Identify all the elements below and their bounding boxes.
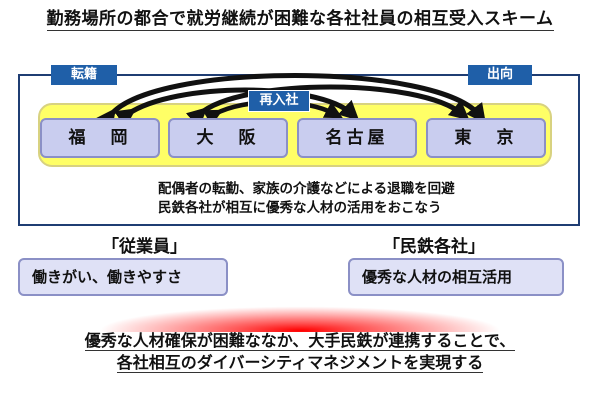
employees-benefit: 働きがい、働きやすさ (18, 258, 228, 296)
conclusion: 優秀な人材確保が困難ななか、大手民鉄が連携することで、 各社相互のダイバーシティ… (0, 330, 600, 374)
tag-sainyusha: 再入社 (248, 90, 310, 112)
scheme-description: 配偶者の転勤、家族の介護などによる退職を回避 民鉄各社が相互に優秀な人材の活用を… (158, 180, 568, 218)
description-line-1: 配偶者の転勤、家族の介護などによる退職を回避 (158, 181, 455, 197)
red-gradient-arrow (92, 302, 508, 332)
description-line-2: 民鉄各社が相互に優秀な人材の活用をおこなう (158, 200, 442, 216)
arrow-fukuoka-nagoya (114, 87, 360, 128)
companies-heading: 「民鉄各社」 (383, 237, 485, 257)
employees-heading: 「従業員」 (102, 237, 187, 257)
city-nagoya: 名古屋 (297, 118, 417, 158)
city-fukuoka: 福 岡 (40, 118, 160, 158)
city-osaka: 大 阪 (168, 118, 288, 158)
diagram-title: 勤務場所の都合で就労継続が困難な各社社員の相互受入スキーム (46, 9, 554, 31)
city-tokyo: 東 京 (426, 118, 546, 158)
tag-tenseki: 転籍 (51, 65, 117, 85)
tag-shukko: 出向 (468, 65, 532, 85)
arrow-fukuoka-tokyo (96, 73, 486, 130)
companies-benefit: 優秀な人材の相互活用 (348, 258, 564, 296)
conclusion-line-2: 各社相互のダイバーシティマネジメントを実現する (116, 353, 484, 373)
conclusion-line-1: 優秀な人材確保が困難ななか、大手民鉄が連携することで、 (84, 331, 516, 351)
